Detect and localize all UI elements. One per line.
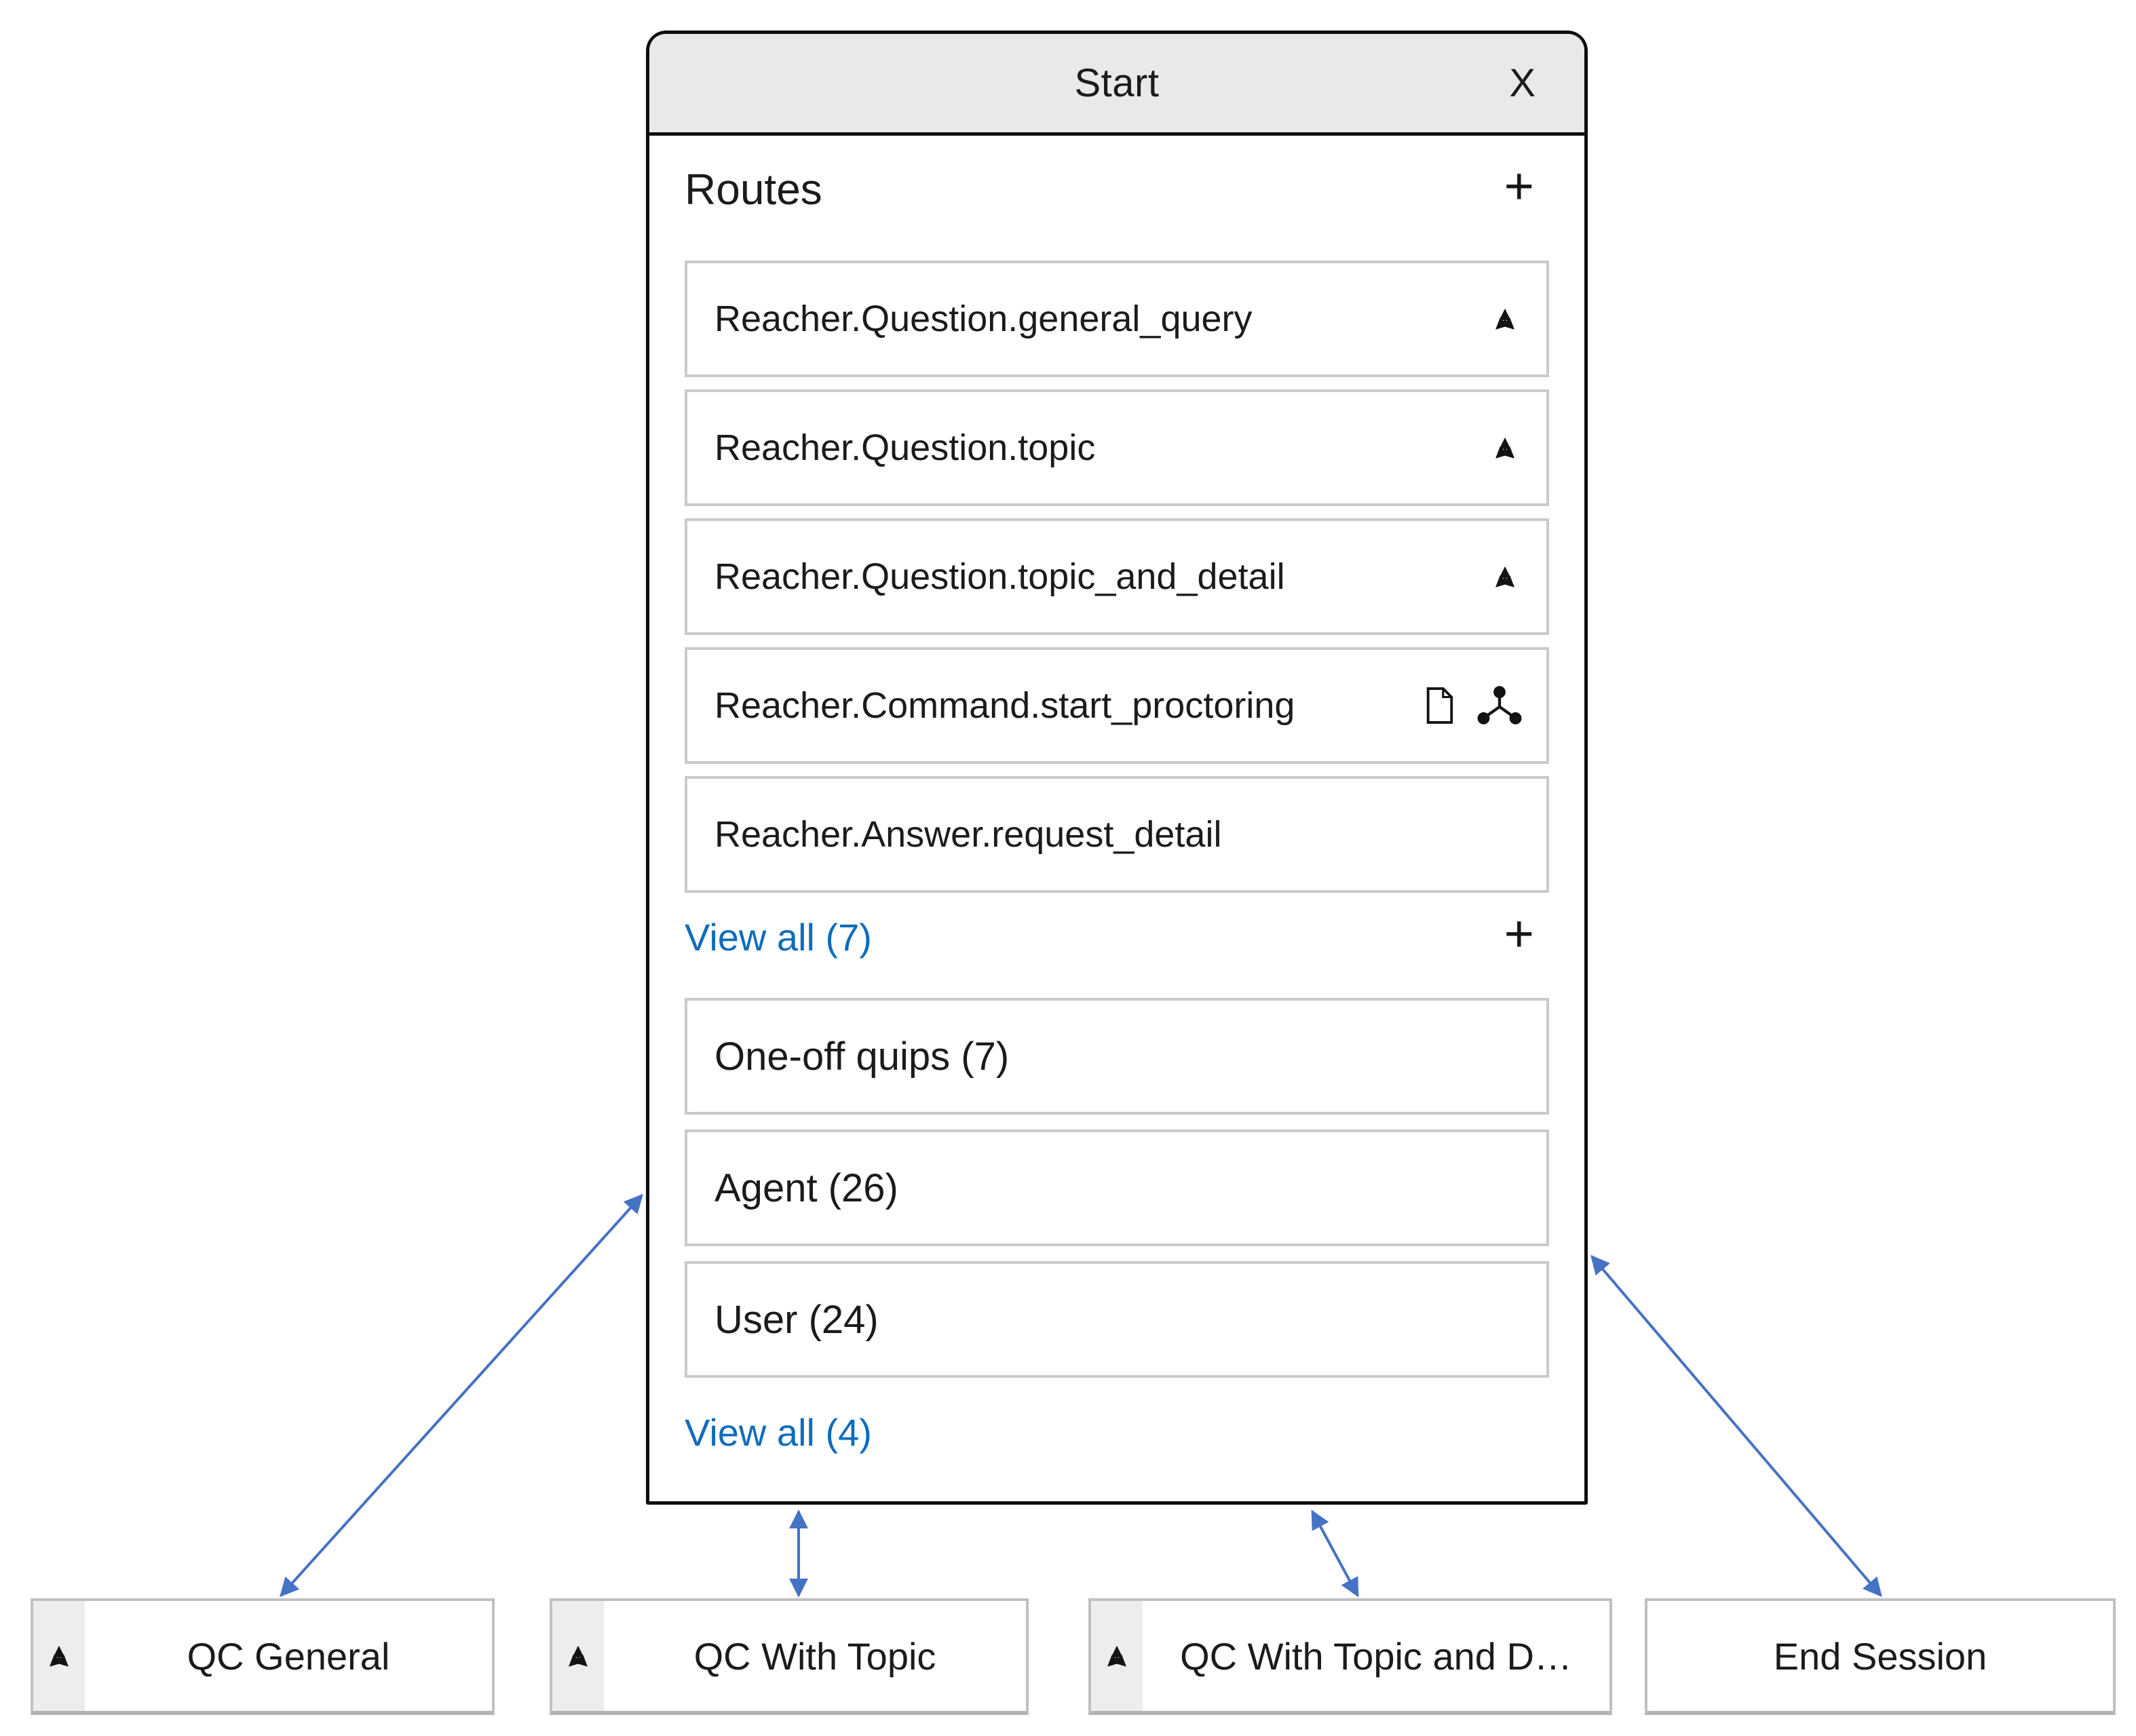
node-qc-with-topic-and-detail[interactable]: QC With Topic and D… xyxy=(1088,1598,1612,1715)
node-icon-strip xyxy=(1091,1601,1143,1711)
route-item[interactable]: Reacher.Question.topic_and_detail xyxy=(685,518,1549,635)
groups-view-all-row: View all (4) xyxy=(685,1405,1549,1459)
node-label: QC With Topic xyxy=(693,1634,936,1678)
route-item-label: Reacher.Question.topic xyxy=(714,427,1096,468)
routes-view-all-row: View all (7) + xyxy=(685,906,1549,967)
route-item-label: Reacher.Question.topic_and_detail xyxy=(714,556,1285,597)
route-item[interactable]: Reacher.Question.general_query xyxy=(685,261,1549,377)
view-all-groups-link[interactable]: View all (4) xyxy=(685,1410,872,1454)
route-item[interactable]: Reacher.Answer.request_detail xyxy=(685,776,1549,893)
connector-qc-general xyxy=(280,1193,643,1598)
add-route-button[interactable]: + xyxy=(1498,161,1549,218)
connector-qc-with-topic-and-detail xyxy=(1311,1509,1359,1598)
start-node-panel: Start X Routes + Reacher.Question.genera… xyxy=(646,31,1588,1505)
routes-section-label: Routes xyxy=(685,165,822,214)
node-end-session[interactable]: End Session xyxy=(1645,1598,2116,1715)
view-all-routes-link[interactable]: View all (7) xyxy=(685,915,872,959)
document-icon xyxy=(1426,687,1453,724)
node-label: End Session xyxy=(1773,1634,1987,1678)
connector-end-session xyxy=(1590,1254,1882,1598)
route-item[interactable]: Reacher.Command.start_proctoring xyxy=(685,647,1549,764)
group-item[interactable]: One-off quips (7) xyxy=(685,998,1549,1115)
node-icon-strip xyxy=(33,1601,85,1711)
node-label: QC General xyxy=(187,1634,390,1678)
routes-section-header: Routes + xyxy=(685,161,1549,217)
group-item-label: User (24) xyxy=(714,1297,879,1342)
group-item-label: One-off quips (7) xyxy=(714,1034,1010,1079)
close-button[interactable]: X xyxy=(1502,60,1542,107)
route-item-label: Reacher.Answer.request_detail xyxy=(714,814,1222,855)
add-group-button[interactable]: + xyxy=(1498,908,1549,965)
branch-icon xyxy=(1495,308,1514,330)
group-item-label: Agent (26) xyxy=(714,1165,898,1210)
node-label: QC With Topic and D… xyxy=(1180,1634,1572,1678)
route-item[interactable]: Reacher.Question.topic xyxy=(685,389,1549,506)
group-item[interactable]: User (24) xyxy=(685,1261,1549,1378)
branch-icon xyxy=(1107,1645,1126,1667)
node-qc-with-topic[interactable]: QC With Topic xyxy=(550,1598,1029,1715)
panel-body: Routes + Reacher.Question.general_query … xyxy=(649,161,1584,1459)
group-item[interactable]: Agent (26) xyxy=(685,1130,1549,1246)
molecule-icon xyxy=(1477,686,1522,725)
panel-title: Start xyxy=(1074,61,1160,105)
branch-icon xyxy=(50,1645,69,1667)
branch-icon xyxy=(1495,566,1514,587)
node-qc-general[interactable]: QC General xyxy=(31,1598,495,1715)
panel-header[interactable]: Start X xyxy=(649,34,1584,136)
branch-icon xyxy=(1495,437,1514,459)
route-item-label: Reacher.Command.start_proctoring xyxy=(714,685,1295,726)
route-item-label: Reacher.Question.general_query xyxy=(714,298,1253,339)
branch-icon xyxy=(569,1645,588,1667)
node-icon-strip xyxy=(552,1601,604,1711)
